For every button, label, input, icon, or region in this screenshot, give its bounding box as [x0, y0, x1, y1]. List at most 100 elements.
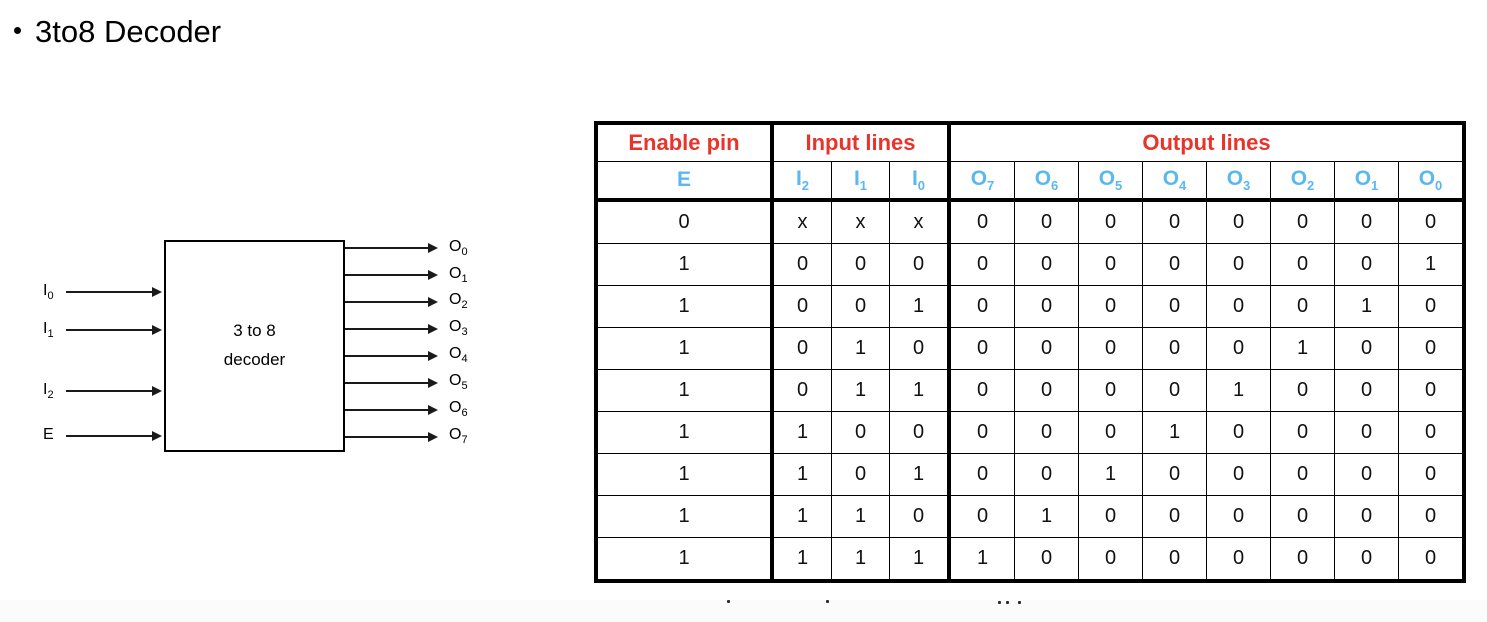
output-arrowhead-o0	[428, 243, 438, 253]
table-cell: 0	[1206, 495, 1271, 538]
table-cell: 0	[1334, 453, 1399, 496]
table-cell: 0	[770, 243, 832, 286]
table-cell: 1	[595, 495, 773, 538]
table-signal-header: I0	[889, 161, 950, 201]
output-arrowhead-o2	[428, 297, 438, 307]
table-cell: 0	[1206, 537, 1271, 583]
output-pin-label-o3: O3	[449, 318, 468, 339]
table-cell: x	[770, 198, 832, 244]
output-arrowhead-o7	[428, 432, 438, 442]
table-signal-header: O2	[1270, 161, 1335, 201]
bullet-dot-icon	[14, 27, 21, 34]
table-cell: 0	[595, 198, 773, 244]
input-pin-label-i0: I0	[43, 282, 54, 303]
table-cell: 0	[831, 453, 890, 496]
table-cell: 0	[1142, 537, 1207, 583]
table-cell: 1	[595, 243, 773, 286]
output-pin-label-o4: O4	[449, 345, 468, 366]
table-signal-header: I2	[770, 161, 832, 201]
output-wire-o0	[345, 247, 430, 249]
output-arrowhead-o4	[428, 351, 438, 361]
table-cell: 0	[831, 411, 890, 454]
table-cell: x	[831, 198, 890, 244]
table-cell: 0	[1270, 243, 1335, 286]
output-wire-o6	[345, 409, 430, 411]
table-signal-header: E	[595, 161, 773, 201]
input-wire-i0	[66, 291, 154, 293]
output-wire-o3	[345, 328, 430, 330]
table-cell: 0	[1270, 198, 1335, 244]
table-cell: 0	[1206, 285, 1271, 328]
table-cell: 0	[1206, 453, 1271, 496]
table-signal-header: O3	[1206, 161, 1271, 201]
table-cell: 1	[595, 453, 773, 496]
input-wire-i2	[66, 390, 154, 392]
table-cell: 0	[1014, 537, 1079, 583]
table-cell: 0	[947, 411, 1015, 454]
table-cell: 0	[1014, 327, 1079, 370]
decoder-box: 3 to 8 decoder	[164, 240, 345, 452]
output-pin-label-o7: O7	[449, 426, 468, 447]
output-arrowhead-o1	[428, 270, 438, 280]
table-cell: 0	[1142, 285, 1207, 328]
output-arrowhead-o3	[428, 324, 438, 334]
output-wire-o5	[345, 382, 430, 384]
table-cell: 0	[1270, 285, 1335, 328]
bottom-band	[0, 600, 1487, 622]
table-cell: 0	[947, 198, 1015, 244]
table-cell: 1	[1142, 411, 1207, 454]
table-cell: 1	[947, 537, 1015, 583]
output-pin-label-o5: O5	[449, 372, 468, 393]
table-cell: 1	[1270, 327, 1335, 370]
table-signal-header: O6	[1014, 161, 1079, 201]
table-cell: 0	[1270, 369, 1335, 412]
table-cell: 0	[1398, 453, 1466, 496]
table-cell: 0	[1334, 243, 1399, 286]
table-cell: 0	[1398, 285, 1466, 328]
output-pin-label-o6: O6	[449, 399, 468, 420]
table-cell: 0	[1078, 369, 1143, 412]
table-cell: 1	[889, 369, 950, 412]
table-cell: 1	[595, 411, 773, 454]
table-cell: 0	[1334, 369, 1399, 412]
input-arrowhead-i2	[152, 386, 162, 396]
output-wire-o1	[345, 274, 430, 276]
table-cell: 0	[889, 411, 950, 454]
table-cell: 1	[1334, 285, 1399, 328]
table-cell: 1	[831, 327, 890, 370]
table-cell: 0	[1206, 198, 1271, 244]
table-signal-header: O0	[1398, 161, 1466, 201]
table-signal-header: O4	[1142, 161, 1207, 201]
table-cell: 0	[1270, 411, 1335, 454]
output-arrowhead-o5	[428, 378, 438, 388]
table-cell: 0	[1334, 495, 1399, 538]
table-cell: 1	[1206, 369, 1271, 412]
decoder-box-label-line1: 3 to 8	[233, 321, 276, 341]
table-cell: 0	[1142, 198, 1207, 244]
input-pin-label-i2: I2	[43, 381, 54, 402]
table-cell: 1	[595, 327, 773, 370]
decoder-block-diagram: 3 to 8 decoder I0 I1 I2 E O0 O1 O2 O3 O4…	[0, 225, 520, 475]
output-arrowhead-o6	[428, 405, 438, 415]
table-cell: x	[889, 198, 950, 244]
table-cell: 0	[1206, 243, 1271, 286]
table-cell: 0	[1270, 453, 1335, 496]
page-title: 3to8 Decoder	[14, 14, 221, 50]
table-cell: 0	[770, 327, 832, 370]
table-cell: 0	[1398, 369, 1466, 412]
table-cell: 0	[1270, 537, 1335, 583]
table-cell: 0	[889, 243, 950, 286]
input-wire-i1	[66, 329, 154, 331]
table-signal-header: O5	[1078, 161, 1143, 201]
table-cell: 0	[1398, 537, 1466, 583]
table-cell: 0	[947, 369, 1015, 412]
table-cell: 1	[831, 495, 890, 538]
table-cell: 1	[1014, 495, 1079, 538]
